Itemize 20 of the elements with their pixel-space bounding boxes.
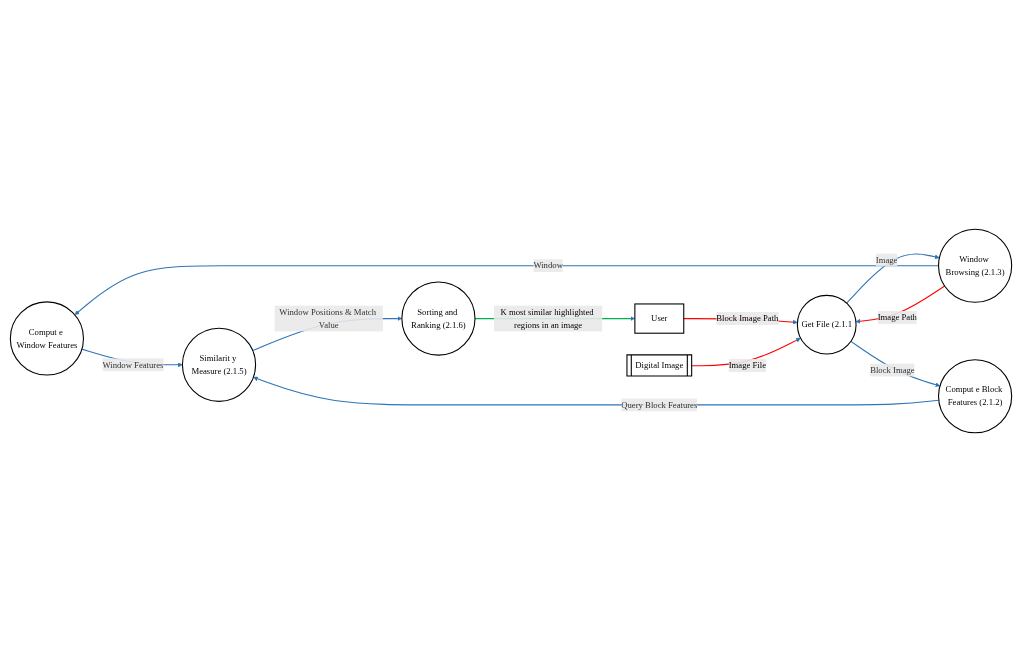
edge-label: Block Image Path	[716, 313, 779, 323]
edge-label: Image Path	[877, 312, 917, 322]
node-circle: Comput e Window Features	[9, 301, 84, 376]
node-circle: Window Browsing (2.1.3)	[938, 228, 1013, 303]
arrow	[846, 253, 940, 304]
node-circle: Comput e Block Features (2.1.2)	[938, 359, 1013, 434]
node-circle: Sorting and Ranking (2.1.6)	[401, 281, 476, 356]
node-circle: Similarit y Measure (2.1.5)	[181, 327, 257, 402]
edge-label: K most similar highlighted regions in an image	[500, 307, 594, 330]
edge-label: Window Positions & Match Value	[279, 307, 376, 330]
edge-label: Block Image	[870, 365, 915, 375]
edge-label: Window Features	[102, 359, 164, 370]
node-box: User	[634, 303, 685, 334]
node-circle: Get File (2.1.1	[796, 294, 857, 355]
arrow	[855, 285, 946, 324]
edge-label: Image	[875, 255, 898, 265]
edge-label: Window	[533, 260, 563, 271]
arrow	[850, 340, 941, 388]
edge-label: Query Block Features	[621, 400, 698, 410]
edge-label: Image File	[728, 360, 767, 370]
